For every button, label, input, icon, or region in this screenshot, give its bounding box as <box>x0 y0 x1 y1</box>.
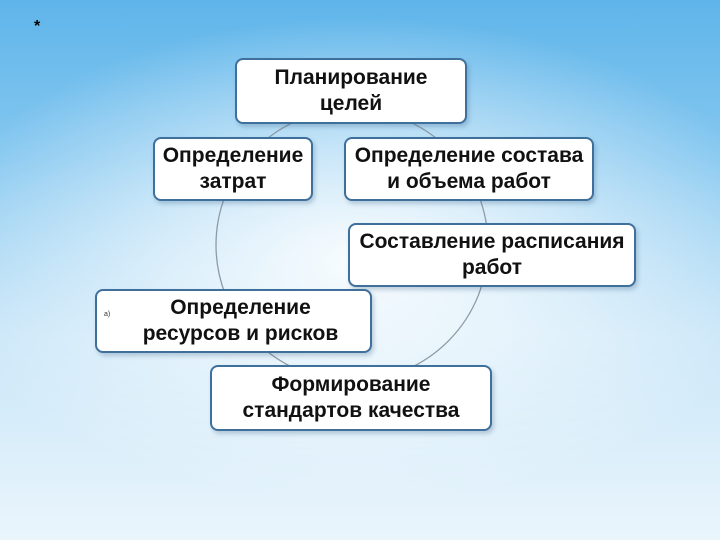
node-resources-risks: a) Определение ресурсов и рисков <box>95 289 372 353</box>
bullet-marker: a) <box>104 311 111 318</box>
page-mark: * <box>34 18 41 35</box>
node-label: Планирование целей <box>274 65 428 115</box>
node-scope-definition: Определение состава и объема работ <box>344 137 594 201</box>
node-label: Определение затрат <box>162 143 304 193</box>
node-schedule: Составление расписания работ <box>348 223 636 287</box>
node-quality-standards: Формирование стандартов качества <box>210 365 492 431</box>
node-label: Формирование стандартов качества <box>242 372 460 422</box>
node-cost-definition: Определение затрат <box>153 137 313 201</box>
node-goal-planning: Планирование целей <box>235 58 467 124</box>
node-label: Составление расписания работ <box>359 229 625 279</box>
node-label: Определение ресурсов и рисков <box>142 295 339 345</box>
node-label: Определение состава и объема работ <box>354 143 584 193</box>
